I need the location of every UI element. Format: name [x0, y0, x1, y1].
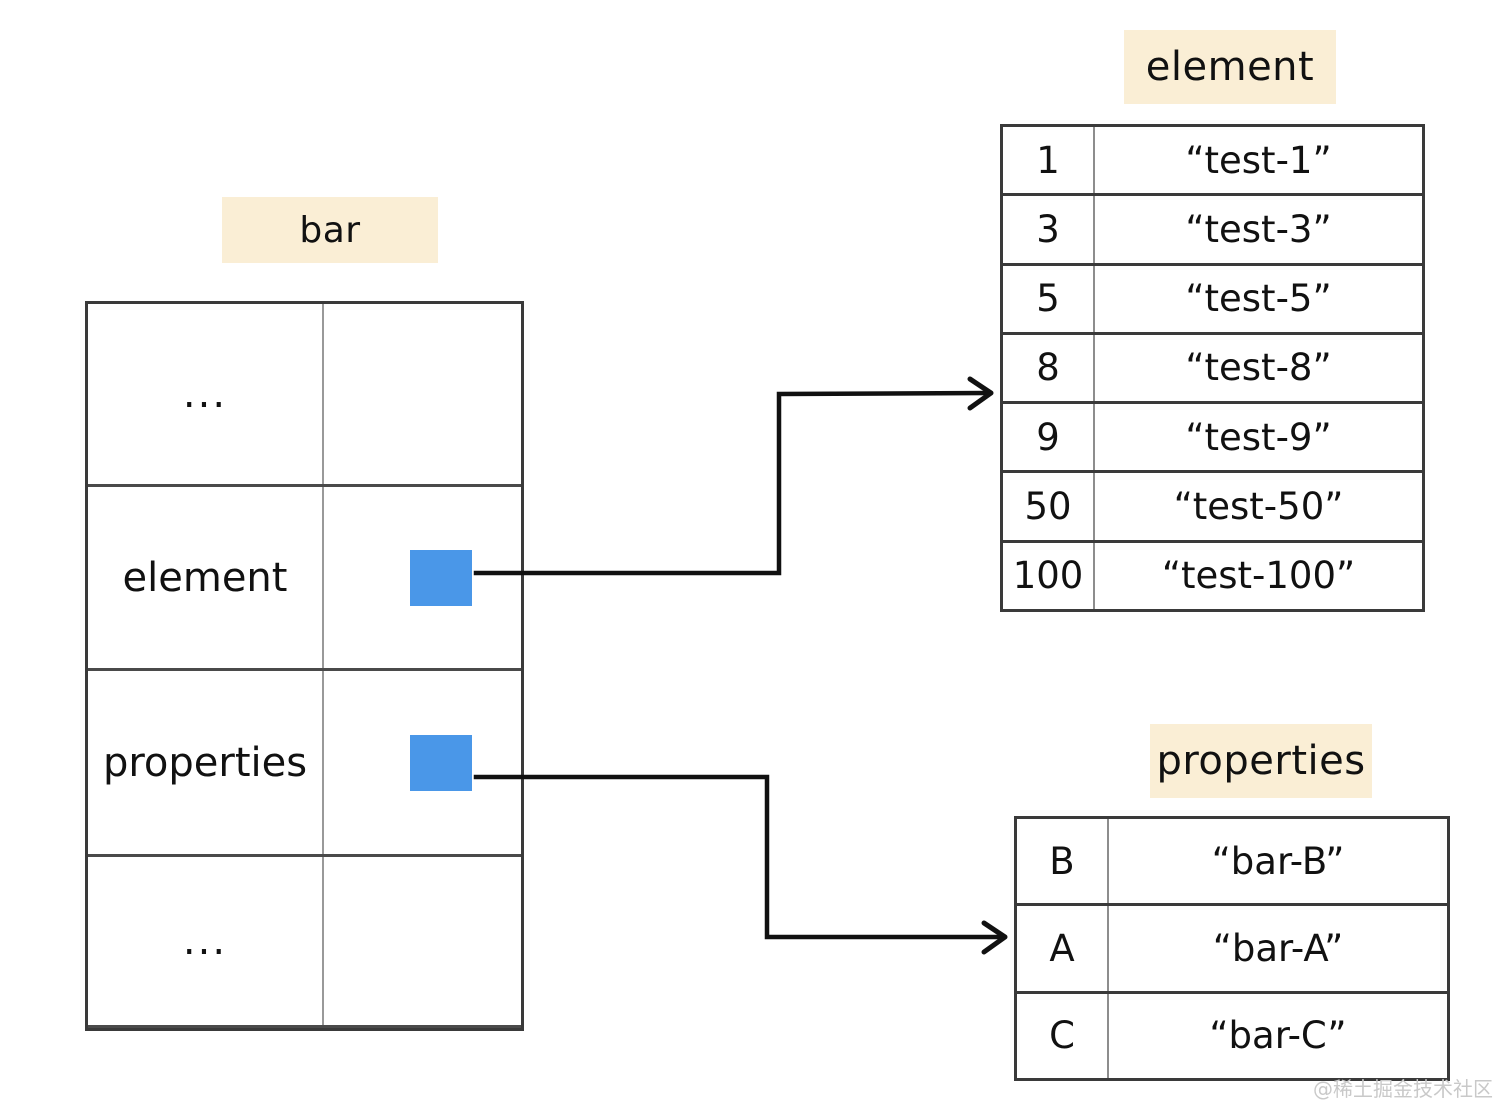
element-row-key: 100	[1003, 542, 1095, 609]
table-row: C “bar-C”	[1017, 993, 1447, 1078]
table-row: ...	[88, 304, 521, 487]
bar-row-value-properties	[324, 671, 521, 854]
bar-row-value	[324, 857, 521, 1025]
site-watermark: @稀土掘金技术社区	[1313, 1077, 1493, 1101]
table-row: 8 “test-8”	[1003, 334, 1422, 405]
element-row-value: “test-1”	[1185, 138, 1332, 182]
properties-table-title-chip: properties	[1150, 724, 1372, 798]
arrow-element-pointer-to-element-table	[473, 376, 994, 576]
properties-row-value: “bar-A”	[1212, 926, 1344, 970]
table-row: ...	[88, 857, 521, 1028]
properties-row-value: “bar-C”	[1209, 1014, 1347, 1058]
table-row: 9 “test-9”	[1003, 404, 1422, 474]
element-row-key: 1	[1003, 127, 1095, 194]
element-row-value: “test-9”	[1185, 415, 1332, 459]
properties-table: B “bar-B” A “bar-A” C “bar-C”	[1014, 816, 1450, 1081]
element-row-key: 9	[1003, 404, 1095, 471]
element-table: 1 “test-1” 3 “test-3” 5 “test-5” 8 “test…	[1000, 124, 1425, 612]
table-row: 50 “test-50”	[1003, 473, 1422, 543]
table-row: A “bar-A”	[1017, 906, 1447, 994]
properties-row-key: B	[1017, 819, 1109, 904]
ellipsis-glyph: ...	[182, 918, 228, 964]
bar-row-key-element: element	[88, 487, 324, 668]
element-row-value: “test-5”	[1185, 277, 1332, 321]
element-row-key: 8	[1003, 334, 1095, 402]
element-row-value: “test-50”	[1173, 485, 1344, 529]
element-table-title-chip: element	[1124, 30, 1336, 104]
element-row-key: 50	[1003, 473, 1095, 540]
properties-row-key: C	[1017, 993, 1109, 1078]
element-pointer-box-icon[interactable]	[410, 549, 472, 606]
element-row-key: 5	[1003, 265, 1095, 332]
table-row: 100 “test-100”	[1003, 542, 1422, 609]
properties-row-value: “bar-B”	[1211, 839, 1345, 883]
element-row-key: 3	[1003, 196, 1095, 263]
table-row: 5 “test-5”	[1003, 265, 1422, 335]
properties-row-key: A	[1017, 906, 1109, 991]
bar-row-key-properties: properties	[88, 671, 324, 854]
bar-table: ... element properties ...	[85, 301, 524, 1031]
element-row-value: “test-8”	[1185, 346, 1332, 390]
element-row-value: “test-3”	[1185, 207, 1332, 251]
properties-pointer-box-icon[interactable]	[410, 734, 472, 791]
table-row: B “bar-B”	[1017, 819, 1447, 907]
table-row: properties	[88, 671, 521, 857]
ellipsis-glyph: ...	[182, 371, 228, 417]
element-row-value: “test-100”	[1161, 554, 1356, 598]
table-row: element	[88, 487, 521, 671]
bar-row-key: ...	[88, 304, 324, 484]
table-row: 1 “test-1”	[1003, 127, 1422, 197]
bar-row-value-element	[324, 487, 521, 668]
bar-row-key: ...	[88, 857, 324, 1025]
arrow-properties-pointer-to-properties-table	[473, 774, 1008, 955]
table-row: 3 “test-3”	[1003, 196, 1422, 266]
bar-row-value	[324, 304, 521, 484]
bar-table-title-chip: bar	[222, 197, 438, 263]
